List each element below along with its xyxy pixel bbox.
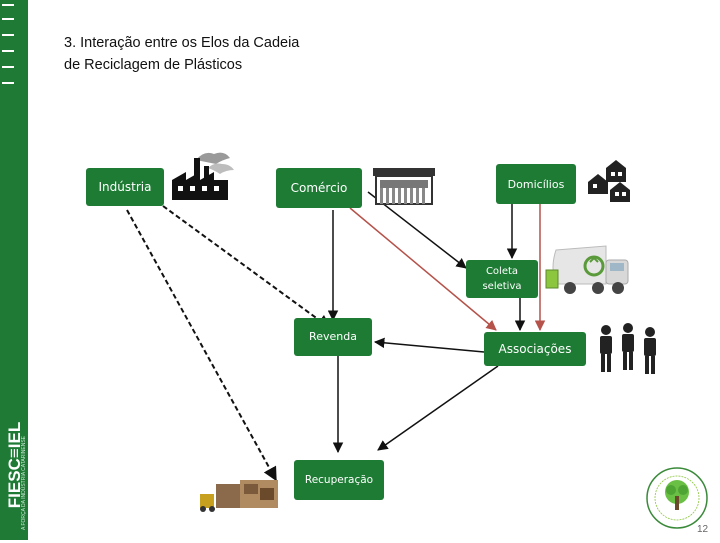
node-industria: Indústria (86, 168, 164, 206)
node-recuperacao: Recuperação (294, 460, 384, 500)
sidebar-tick (2, 4, 14, 6)
node-coleta-line-2: seletiva (482, 281, 522, 292)
houses-icon (588, 160, 630, 202)
node-associacoes: Associações (484, 332, 586, 366)
sustainability-seal-icon (646, 467, 708, 529)
slide-title: 3. Interação entre os Elos da Cadeia de … (64, 32, 404, 76)
arrow-comercio-associacoes (349, 207, 497, 331)
sidebar-tick (2, 18, 14, 20)
baling-machine-icon (200, 480, 278, 512)
sidebar-tick (2, 50, 14, 52)
title-line-2: de Reciclagem de Plásticos (64, 57, 243, 73)
node-domicilios: Domicílios (496, 164, 576, 204)
arrow-industria-revenda (162, 205, 332, 329)
recycling-truck-icon (545, 245, 629, 294)
people-icon (600, 323, 656, 374)
sidebar-tick (2, 34, 14, 36)
arrow-industria-recuperacao (126, 209, 277, 482)
factory-icon (172, 152, 234, 200)
sidebar-tick (2, 82, 14, 84)
title-line-1: 3. Interação entre os Elos da Cadeia (64, 35, 300, 51)
store-icon (373, 168, 435, 205)
node-revenda: Revenda (294, 318, 372, 356)
node-coleta-seletiva: Coleta seletiva (466, 260, 538, 298)
arrow-associacoes-revenda (373, 337, 485, 353)
page-number: 12 (697, 524, 709, 535)
sidebar-tick (2, 66, 14, 68)
sidebar: FIESC≡IEL A FORÇA DA INDÚSTRIA CATARINEN… (0, 0, 28, 540)
arrow-associacoes-recuperacao (377, 365, 499, 451)
node-comercio: Comércio (276, 168, 362, 208)
node-coleta-line-1: Coleta (485, 266, 519, 277)
